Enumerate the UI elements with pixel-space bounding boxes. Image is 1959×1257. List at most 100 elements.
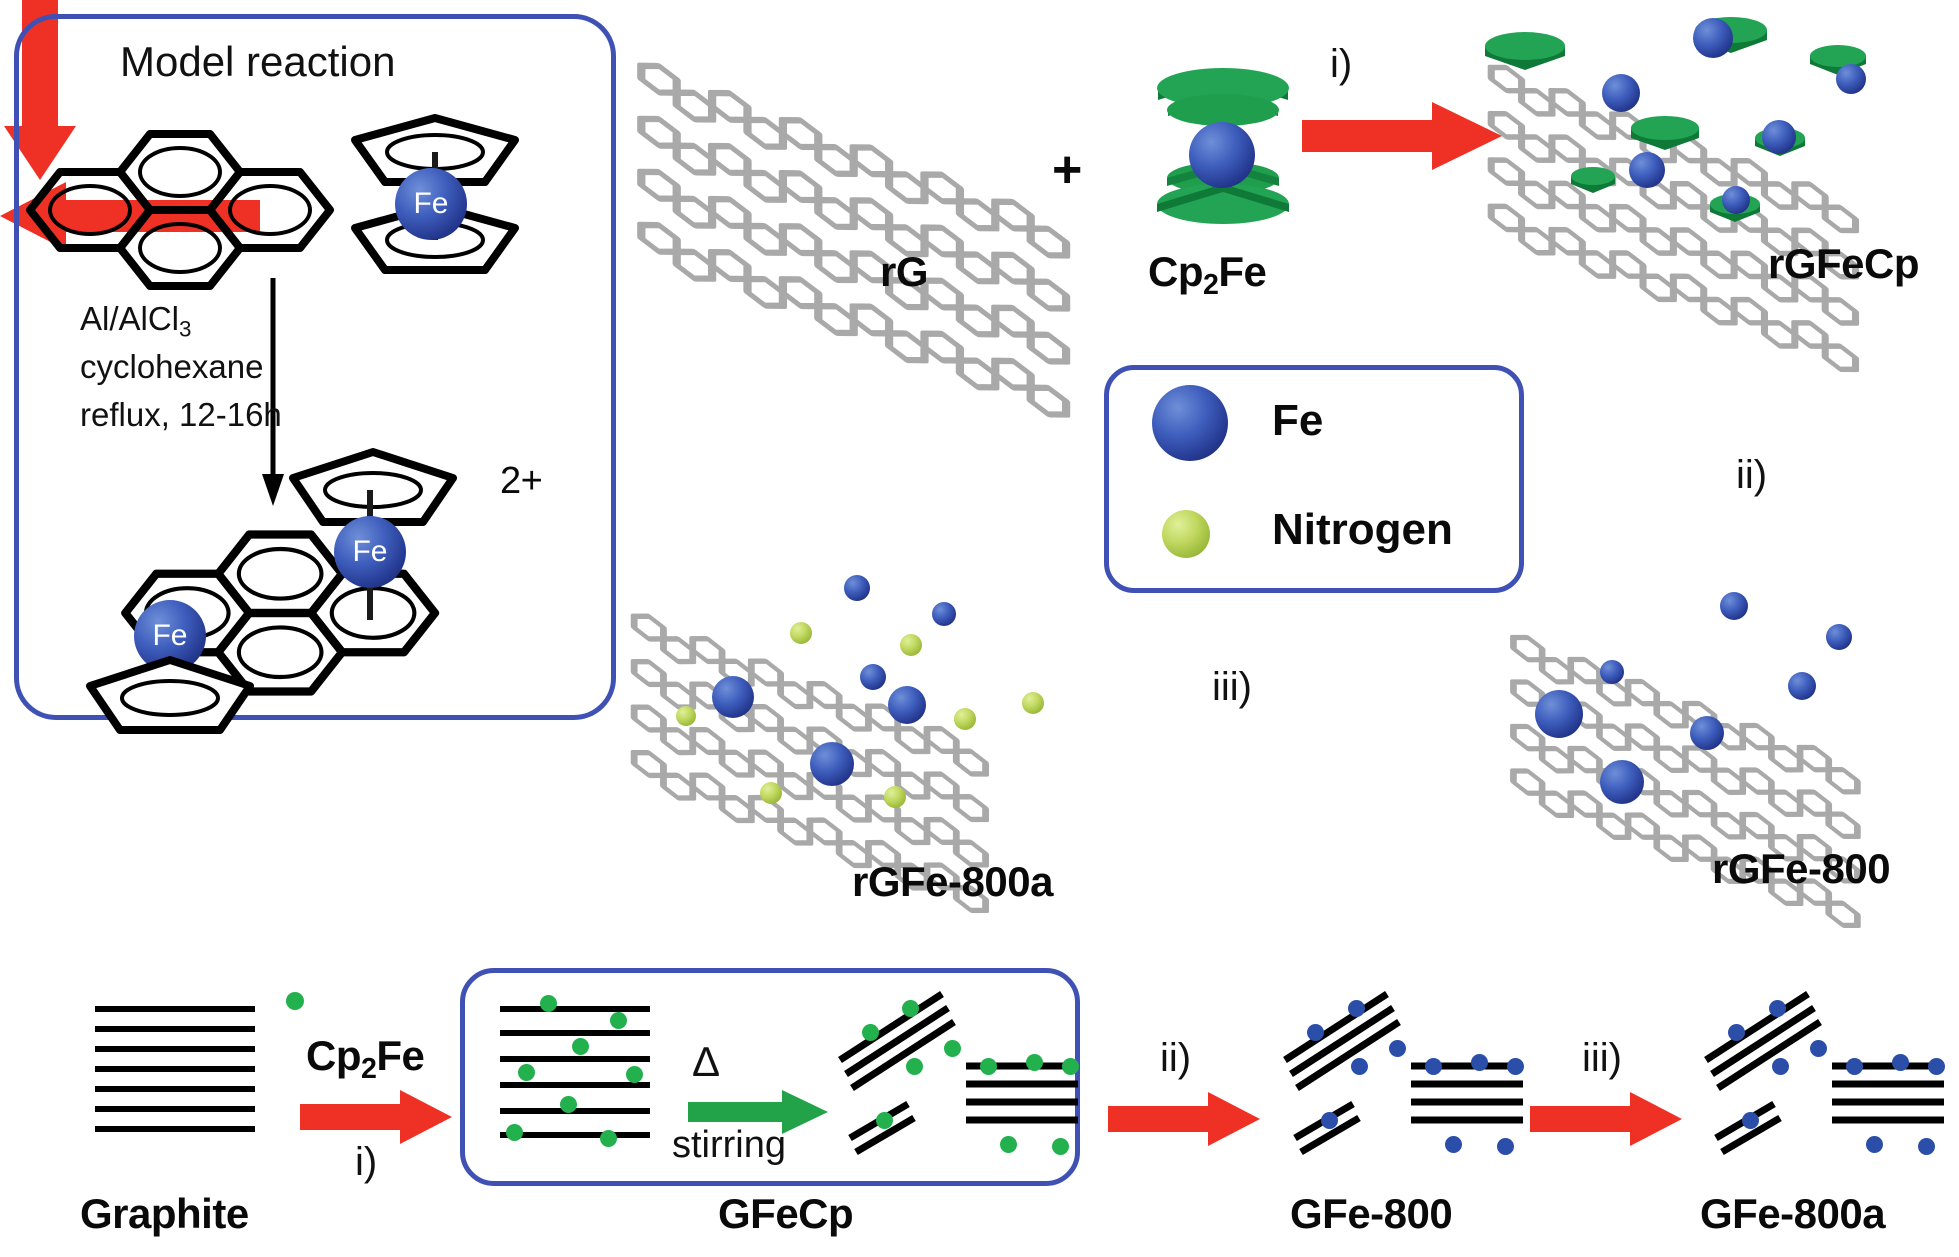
rgfe800a-nitrogen-6 [760,782,782,804]
label-rgfe800: rGFe-800 [1712,845,1891,892]
model-condition-line-3: reflux, 12-16h [80,396,282,433]
model-condition-1-text: Al/AlCl [80,300,180,337]
rgfe800a-nitrogen-2 [900,634,922,656]
gfecp-dot-8 [600,1130,617,1147]
gfecp-ex-dot-2 [862,1024,879,1041]
gfe800a-dot-7 [1892,1054,1909,1071]
graphite-stack [95,1006,255,1136]
gfe800-dot-8 [1507,1058,1524,1075]
arrow-step-i-top [1302,100,1502,172]
label-rgfe800a: rGFe-800a [852,858,1053,905]
label-gfecp: GFeCp [718,1190,854,1237]
rgfe800a-iron-sphere-5 [888,686,926,724]
arrow-stirring [688,1088,828,1136]
arrow-step-ii-bottom [1108,1090,1260,1148]
gfecp-ex-dot-3 [944,1040,961,1057]
rgfe800-iron-sphere-5 [1535,690,1583,738]
gfecp-ex-dot-1 [902,1000,919,1017]
gfecp-ex-dot-8 [1062,1058,1079,1075]
label-cp2fe-sub: 2 [1203,268,1219,301]
gfe800-dot-10 [1497,1138,1514,1155]
model-reaction-title: Model reaction [120,38,396,85]
graphene-sheet-rg [600,2,1120,252]
step-label-ii-bottom: ii) [1160,1036,1192,1080]
gfe800a-dot-8 [1928,1058,1945,1075]
pyrene-structure-top [26,130,334,290]
label-cp2fe-bottom-head: Cp [306,1032,362,1079]
label-graphite: Graphite [80,1190,249,1237]
gfe800a-dot-1 [1769,1000,1786,1017]
gfe800a-dot-4 [1772,1058,1789,1075]
model-condition-line-1: Al/AlCl3 [80,300,192,342]
gfe800-dot-1 [1348,1000,1365,1017]
step-label-iii-horizontal: iii) [1212,665,1252,709]
model-reaction-box [14,14,616,720]
rgfe800-iron-sphere-2 [1826,624,1852,650]
gfe800-dot-7 [1471,1054,1488,1071]
label-gfe800a: GFe-800a [1700,1190,1886,1237]
gfecp-dot-3 [572,1038,589,1055]
gfecp-dot-7 [506,1124,523,1141]
cp2fe-green-dot-indicator [286,992,304,1010]
label-cp2fe-bottom-tail: Fe [376,1032,425,1079]
rgfecp-iron-sphere-4 [1762,120,1796,154]
rgfecp-iron-sphere-5 [1629,152,1665,188]
gfecp-ex-dot-7 [1026,1054,1043,1071]
rgfe800-iron-sphere-7 [1600,760,1644,804]
gfe800-exfoliated-sheets [1283,991,1523,1156]
rgfe800a-nitrogen-7 [884,786,906,808]
iron-sphere-product-top-label: Fe [352,535,388,568]
rgfe800-iron-sphere-1 [1720,592,1748,620]
rgfecp-iron-sphere-3 [1836,64,1866,94]
iron-sphere-reactant [395,168,467,240]
legend-box [1104,365,1524,593]
label-cp2fe: Cp2Fe [1148,248,1267,302]
plus-symbol: + [1052,141,1082,199]
gfe800-dot-2 [1307,1024,1324,1041]
label-cp2fe-bottom-sub: 2 [361,1052,377,1085]
rgfe800a-nitrogen-3 [1022,692,1044,714]
legend-nitrogen-label: Nitrogen [1272,505,1453,554]
ferrocene-3d-iron-sphere [1189,122,1255,188]
gfecp-dot-5 [626,1066,643,1083]
legend-fe-sphere [1152,385,1228,461]
step-label-i-top: i) [1330,42,1353,86]
product-cp-ring-bottom [86,656,254,734]
rgfecp-iron-sphere-6 [1722,186,1750,214]
step-label-ii-vertical: ii) [1736,453,1768,497]
gfecp-dot-2 [610,1012,627,1029]
rgfe800-iron-sphere-3 [1600,660,1624,684]
gfe800-dot-3 [1389,1040,1406,1057]
heat-symbol: Δ [692,1038,721,1085]
rgfe800a-nitrogen-4 [676,706,696,726]
gfe800a-exfoliated-sheets [1704,991,1944,1156]
product-cp-ring-top [289,448,457,526]
gfe800-dot-5 [1321,1112,1338,1129]
label-rgfecp: rGFeCp [1768,240,1920,287]
legend-nitrogen-sphere [1162,510,1210,558]
rgfe800-iron-sphere-4 [1788,672,1816,700]
gfe800a-dot-3 [1810,1040,1827,1057]
label-cp2fe-tail: Fe [1218,248,1267,295]
gfecp-ex-dot-5 [876,1112,893,1129]
gfecp-layer-stack-left [500,1006,650,1138]
gfe800a-dot-10 [1918,1138,1935,1155]
rgfe800a-iron-sphere-4 [860,664,886,690]
gfecp-box [460,968,1080,1186]
stirring-label: stirring [672,1124,787,1166]
rgfe800a-iron-sphere-1 [844,575,870,601]
gfecp-exfoliated-sheets [838,991,1078,1156]
gfecp-ex-dot-9 [1000,1136,1017,1153]
rgfe800a-nitrogen-1 [790,622,812,644]
step-label-i-bottom: i) [355,1140,378,1184]
gfe800a-dot-5 [1742,1112,1759,1129]
arrow-step-iii-bottom [1530,1090,1682,1148]
label-rg: rG [880,248,929,295]
gfe800a-dot-2 [1728,1024,1745,1041]
model-reaction-arrow [262,278,284,506]
product-charge-label: 2+ [500,460,543,502]
step-label-iii-bottom: iii) [1582,1036,1622,1080]
rgfecp-iron-sphere-2 [1602,74,1640,112]
gfecp-dot-6 [560,1096,577,1113]
